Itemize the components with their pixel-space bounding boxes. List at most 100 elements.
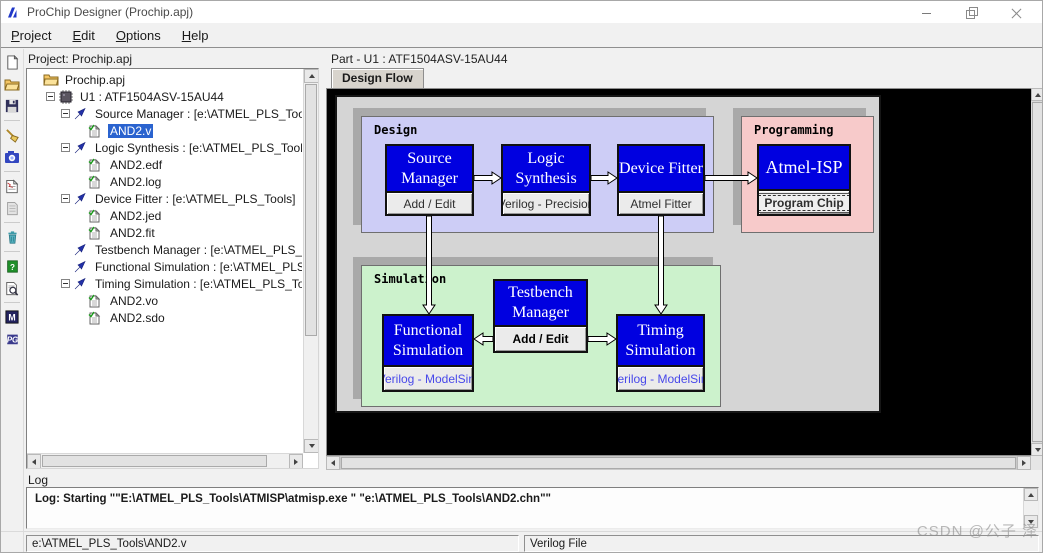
tree-item[interactable]: Prochip.apj <box>29 71 302 88</box>
save-button[interactable] <box>2 96 22 116</box>
timing-simulation-block[interactable]: Timing Simulation Verilog - ModelSim <box>616 314 705 392</box>
scroll-left-button[interactable] <box>27 454 41 468</box>
tree-item-label: Functional Simulation : [e:\ATMEL_PLS_To… <box>95 259 302 274</box>
tree-expander-icon[interactable] <box>61 194 70 203</box>
tree-item[interactable]: Functional Simulation : [e:\ATMEL_PLS_To… <box>29 258 302 275</box>
log-vscrollbar[interactable] <box>1023 488 1038 528</box>
flow-hscrollbar[interactable] <box>326 456 1031 470</box>
device-fitter-block[interactable]: Device Fitter Atmel Fitter <box>617 144 705 216</box>
new-document-button[interactable] <box>2 52 22 72</box>
tree-item-label: AND2.v <box>108 123 154 138</box>
tree-item[interactable]: Timing Simulation : [e:\ATMEL_PLS_Tools] <box>29 275 302 292</box>
scroll-down-button[interactable] <box>304 439 318 453</box>
tree-vscrollbar[interactable] <box>303 69 318 453</box>
source-manager-button[interactable]: Add / Edit <box>387 191 472 214</box>
menu-edit[interactable]: Edit <box>72 27 95 43</box>
menu-project[interactable]: Project <box>11 27 52 43</box>
tree-item[interactable]: Device Fitter : [e:\ATMEL_PLS_Tools] <box>29 190 302 207</box>
chip-icon <box>58 89 74 104</box>
scrollbar-thumb[interactable] <box>305 84 317 336</box>
restore-button[interactable] <box>966 6 978 19</box>
device-fitter-button[interactable]: Atmel Fitter <box>619 191 703 214</box>
tree-item[interactable]: AND2.jed <box>29 207 302 224</box>
scrollbar-thumb[interactable] <box>42 455 267 467</box>
tree-expander-icon[interactable] <box>46 92 55 101</box>
source-manager-block[interactable]: Source Manager Add / Edit <box>385 144 474 216</box>
tab-design-flow[interactable]: Design Flow <box>331 68 424 88</box>
tool-icon <box>73 277 89 291</box>
report-button[interactable] <box>2 176 22 196</box>
flow-vscrollbar[interactable] <box>1031 88 1042 456</box>
tree-item[interactable]: Source Manager : [e:\ATMEL_PLS_Tools] <box>29 105 302 122</box>
tree-item[interactable]: AND2.fit <box>29 224 302 241</box>
close-button[interactable] <box>1011 7 1022 18</box>
tree-item[interactable]: AND2.sdo <box>29 309 302 326</box>
open-project-button[interactable] <box>2 74 22 94</box>
tree-expander-icon[interactable] <box>61 279 70 288</box>
tree-item-label: U1 : ATF1504ASV-15AU44 <box>80 89 224 104</box>
view-log-button[interactable] <box>2 278 22 298</box>
clean-button[interactable] <box>2 125 22 145</box>
tree-item-label: Device Fitter : [e:\ATMEL_PLS_Tools] <box>95 191 296 206</box>
scrollbar-corner <box>1031 456 1042 470</box>
modelsim-icon: M <box>5 310 19 324</box>
tree-item[interactable]: Testbench Manager : [e:\ATMEL_PLS_Tools] <box>29 241 302 258</box>
design-flow-canvas: Design Programming Simulation <box>326 88 1031 456</box>
logic-synthesis-button[interactable]: Verilog - Precision <box>503 191 589 214</box>
scroll-up-button[interactable] <box>1024 488 1038 501</box>
testbench-manager-block[interactable]: Testbench Manager Add / Edit <box>493 279 588 353</box>
tool-icon <box>73 260 89 274</box>
arrow-up-icon <box>1034 92 1041 97</box>
program-icon: PG <box>6 334 18 345</box>
tree-item[interactable]: AND2.vo <box>29 292 302 309</box>
scroll-up-button[interactable] <box>304 69 318 83</box>
program-button[interactable]: PG <box>2 329 22 349</box>
tree-item-label: Prochip.apj <box>65 72 126 87</box>
scroll-down-button[interactable] <box>1031 443 1042 456</box>
modelsim-button[interactable]: M <box>2 307 22 327</box>
save-icon <box>5 99 19 113</box>
tree-item[interactable]: AND2.log <box>29 173 302 190</box>
atmel-isp-block[interactable]: Atmel-ISP Program Chip <box>757 144 851 216</box>
scroll-down-button[interactable] <box>1024 515 1038 528</box>
paste-button[interactable] <box>2 198 22 218</box>
tree-item[interactable]: AND2.edf <box>29 156 302 173</box>
functional-simulation-title: Functional Simulation <box>384 316 472 365</box>
project-tree: Prochip.apj U1 : ATF1504ASV-15AU44 Sourc… <box>29 71 302 452</box>
scroll-right-button[interactable] <box>1017 456 1031 470</box>
tree-expander-icon[interactable] <box>61 109 70 118</box>
delete-button[interactable] <box>2 227 22 247</box>
functional-simulation-block[interactable]: Functional Simulation Verilog - ModelSim <box>382 314 474 392</box>
tool-icon <box>73 141 89 155</box>
scroll-right-button[interactable] <box>289 454 303 468</box>
scrollbar-thumb[interactable] <box>341 457 1016 469</box>
logic-synthesis-block[interactable]: Logic Synthesis Verilog - Precision <box>501 144 591 216</box>
scrollbar-thumb[interactable] <box>1032 102 1042 442</box>
functional-simulation-button[interactable]: Verilog - ModelSim <box>384 365 472 390</box>
scroll-left-button[interactable] <box>326 456 340 470</box>
menu-help[interactable]: Help <box>181 27 209 43</box>
arrow-up-icon <box>1028 492 1034 497</box>
toolbar-separator <box>4 222 20 223</box>
testbench-manager-button[interactable]: Add / Edit <box>495 325 586 351</box>
tree-item[interactable]: AND2.v <box>29 122 302 139</box>
arrow-left-icon <box>331 460 335 466</box>
watermark: CSDN @公子 泽 <box>916 523 1038 540</box>
tree-item[interactable]: Logic Synthesis : [e:\ATMEL_PLS_Tools] <box>29 139 302 156</box>
timing-simulation-button[interactable]: Verilog - ModelSim <box>618 365 703 390</box>
log-label: Log <box>28 473 49 487</box>
menu-options[interactable]: Options <box>115 27 161 43</box>
doc-icon <box>88 311 104 325</box>
tree-item[interactable]: U1 : ATF1504ASV-15AU44 <box>29 88 302 105</box>
left-toolbar: ? M PG <box>1 49 24 552</box>
tree-item-label: Testbench Manager : [e:\ATMEL_PLS_Tools] <box>95 242 302 257</box>
minimize-button[interactable] <box>921 7 932 18</box>
program-chip-button[interactable]: Program Chip <box>759 192 849 213</box>
programming-section-label: Programming <box>754 123 834 137</box>
tree-hscrollbar[interactable] <box>27 453 303 468</box>
help-button[interactable]: ? <box>2 256 22 276</box>
scroll-up-button[interactable] <box>1031 88 1042 101</box>
document-disabled-icon <box>7 201 18 215</box>
tree-expander-icon[interactable] <box>61 143 70 152</box>
snapshot-button[interactable] <box>2 147 22 167</box>
